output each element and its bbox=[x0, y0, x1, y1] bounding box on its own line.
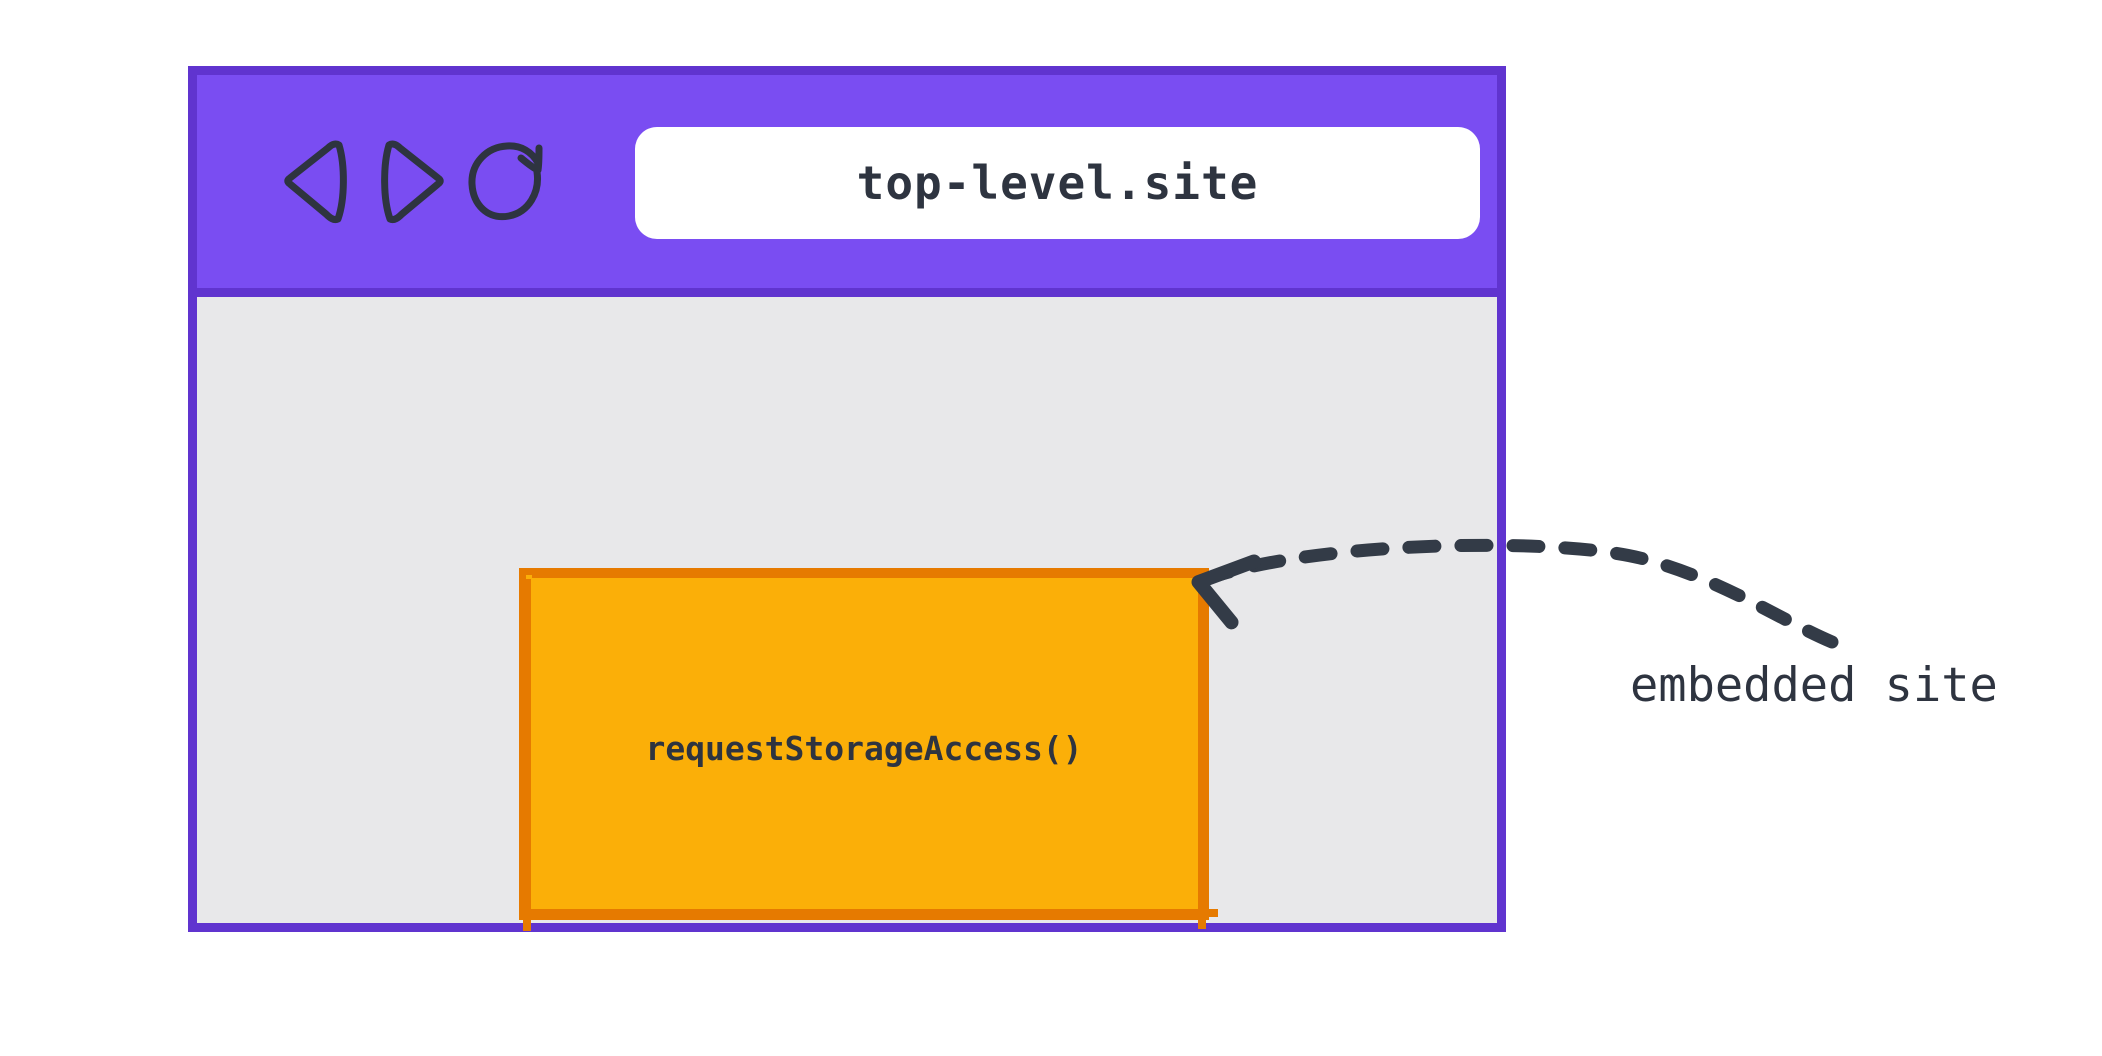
url-input[interactable]: top-level.site bbox=[856, 156, 1259, 210]
embedded-site-frame[interactable]: requestStorageAccess() bbox=[519, 568, 1218, 931]
forward-button[interactable] bbox=[377, 136, 449, 228]
forward-triangle-icon bbox=[380, 139, 446, 225]
browser-toolbar: top-level.site bbox=[197, 75, 1497, 297]
reload-circular-arrow-icon bbox=[467, 136, 555, 228]
frame-edge-right bbox=[1198, 581, 1206, 929]
browser-window: top-level.site requestStorageAccess() bbox=[188, 66, 1506, 932]
frame-edge-top bbox=[532, 571, 1216, 578]
request-storage-access-label: requestStorageAccess() bbox=[645, 728, 1083, 768]
navigation-controls bbox=[279, 136, 547, 228]
frame-edge-left bbox=[523, 579, 531, 931]
embedded-site-annotation-label: embedded site bbox=[1630, 658, 1998, 713]
back-button[interactable] bbox=[279, 136, 351, 228]
frame-edge-bottom bbox=[528, 909, 1218, 917]
browser-viewport: requestStorageAccess() bbox=[197, 297, 1497, 931]
back-triangle-icon bbox=[282, 139, 348, 225]
reload-button[interactable] bbox=[468, 136, 547, 228]
url-bar[interactable]: top-level.site bbox=[635, 127, 1480, 239]
